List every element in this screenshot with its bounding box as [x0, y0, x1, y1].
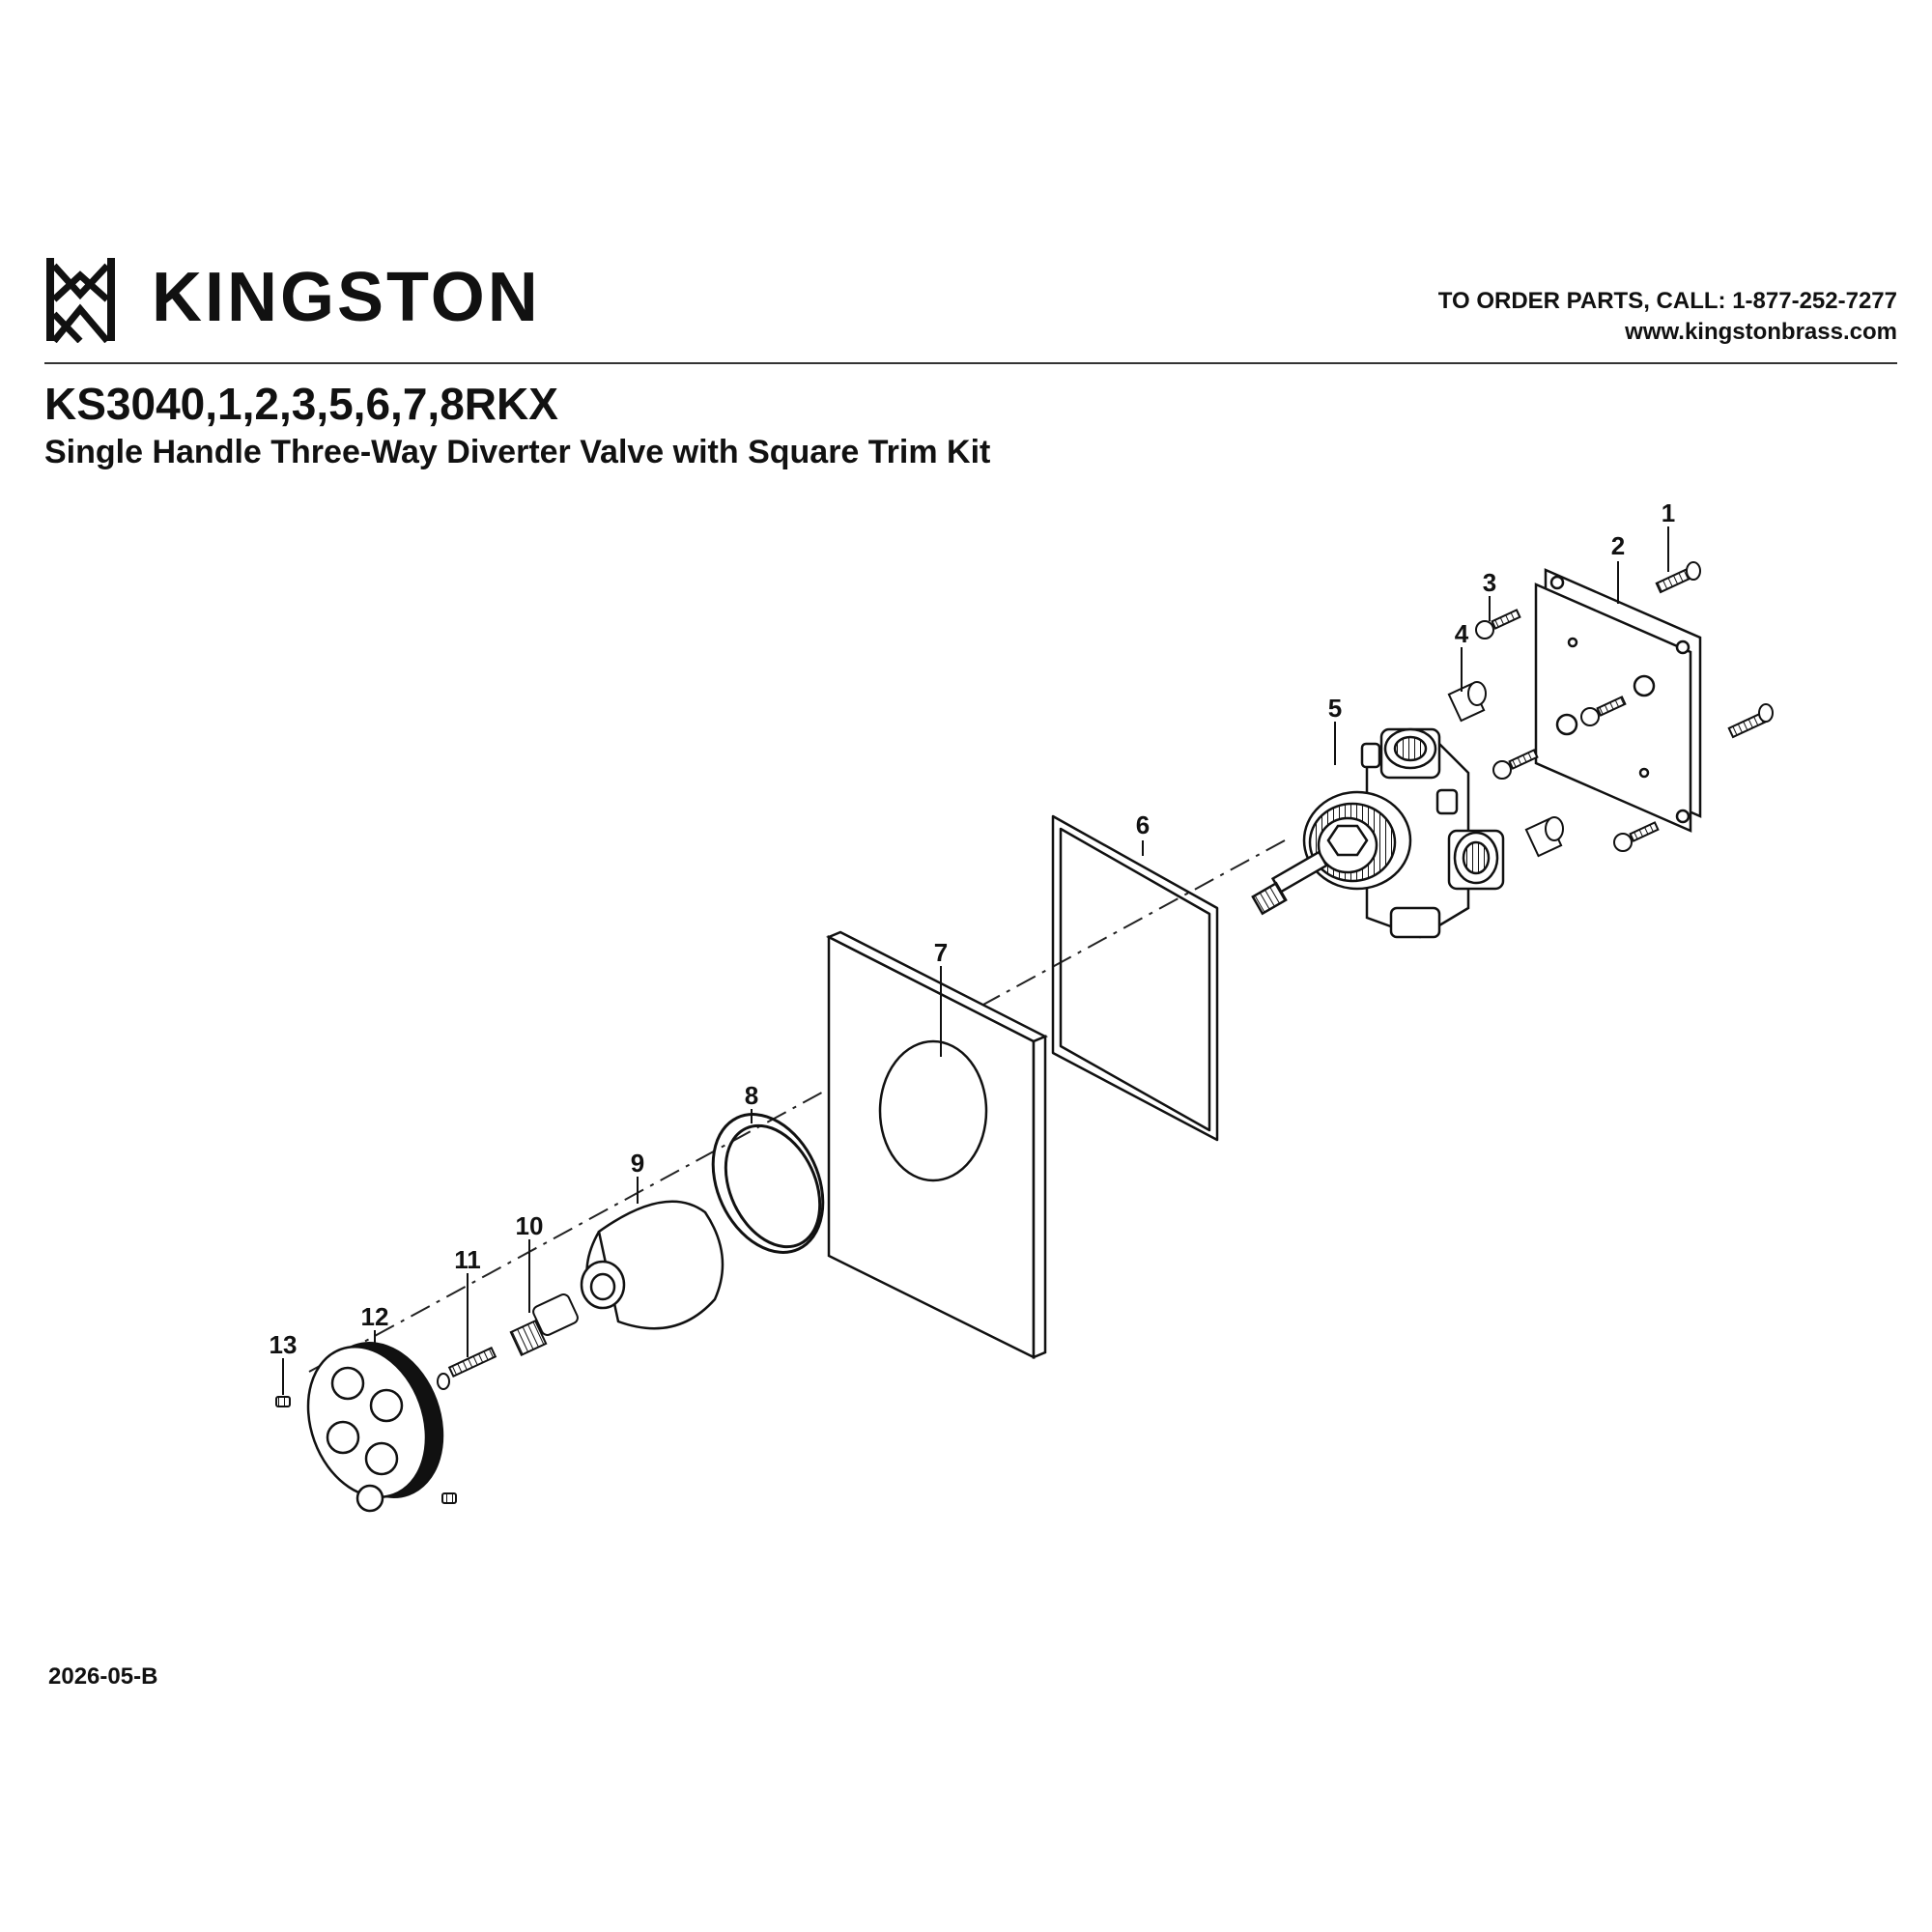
callout-4: 4: [1455, 619, 1469, 648]
document-code: 2026-05-B: [48, 1663, 158, 1690]
part-6-gasket: [1051, 814, 1219, 1142]
part-8-ring: [711, 1113, 825, 1254]
part-13-set-screw: [275, 1396, 457, 1504]
part-5-valve-body: [1251, 727, 1505, 939]
part-11-handle-screw: [437, 1346, 497, 1390]
callout-12: 12: [361, 1302, 389, 1331]
order-phone: TO ORDER PARTS, CALL: 1-877-252-7277: [1437, 288, 1897, 314]
assembly-axis: [308, 839, 1286, 1373]
callout-7: 7: [934, 938, 948, 967]
callout-3: 3: [1483, 568, 1496, 597]
part-4-spacer: [1447, 681, 1564, 858]
callout-9: 9: [631, 1149, 644, 1178]
header-divider: [44, 362, 1897, 364]
callout-10: 10: [516, 1211, 544, 1240]
callout-8: 8: [745, 1081, 758, 1110]
part-9-sleeve: [580, 1200, 724, 1330]
brand-name: KINGSTON: [152, 259, 541, 336]
website-link[interactable]: www.kingstonbrass.com: [1625, 319, 1897, 345]
callout-11: 11: [454, 1245, 481, 1274]
model-number: KS3040,1,2,3,5,6,7,8RKX: [44, 379, 558, 429]
part-12-handle-knob: [306, 1342, 444, 1513]
kingston-logo-icon: [46, 258, 115, 343]
callout-6: 6: [1136, 810, 1150, 839]
callout-5: 5: [1328, 694, 1342, 723]
callout-1: 1: [1662, 498, 1675, 527]
callout-13: 13: [270, 1330, 298, 1359]
part-10-adapter: [509, 1293, 579, 1357]
contact-info: TO ORDER PARTS, CALL: 1-877-252-7277 www…: [1438, 286, 1897, 348]
part-1-bracket-screw: [1655, 561, 1774, 739]
callout-leaders: [282, 526, 1669, 1395]
part-3-small-screw: [1475, 609, 1660, 852]
part-7-trim-plate: [826, 930, 1048, 1360]
product-description: Single Handle Three-Way Diverter Valve w…: [44, 434, 991, 470]
callout-2: 2: [1611, 531, 1625, 560]
